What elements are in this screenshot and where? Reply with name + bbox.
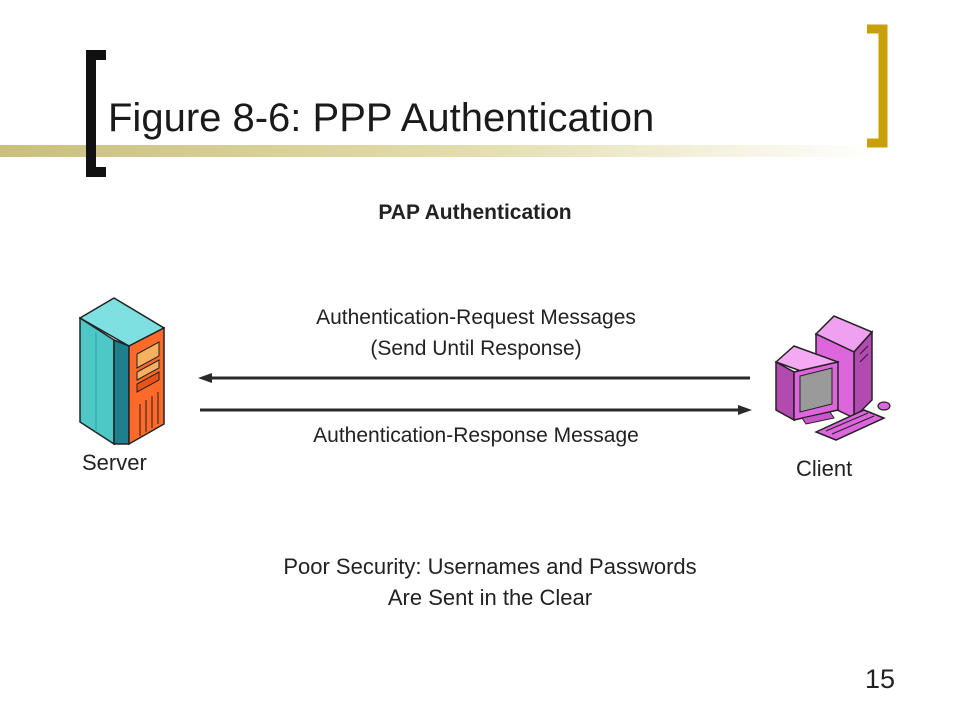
- page-number: 15: [864, 664, 895, 694]
- right-bracket: [867, 24, 888, 148]
- note-line-2: Are Sent in the Clear: [387, 585, 593, 610]
- message-arrows: [198, 373, 752, 415]
- title-rule: [0, 145, 880, 157]
- server-icon: [78, 297, 166, 446]
- client-computer-icon: [774, 315, 891, 441]
- request-line-2: (Send Until Response): [370, 337, 582, 360]
- request-line-1: Authentication-Request Messages: [316, 306, 636, 329]
- diagram-subtitle: PAP Authentication: [378, 201, 572, 224]
- server-label: Server: [82, 450, 147, 475]
- left-bracket: [86, 50, 106, 177]
- request-arrow-head: [198, 373, 212, 383]
- security-note: Poor Security: Usernames and Passwords A…: [190, 551, 790, 613]
- note-line-1: Poor Security: Usernames and Passwords: [283, 554, 697, 579]
- response-arrow-head: [738, 405, 752, 415]
- client-label: Client: [796, 456, 853, 481]
- response-message-label: Authentication-Response Message: [313, 424, 639, 447]
- slide-title: Figure 8-6: PPP Authentication: [108, 96, 655, 140]
- request-messages-label: Authentication-Request Messages (Send Un…: [226, 302, 726, 364]
